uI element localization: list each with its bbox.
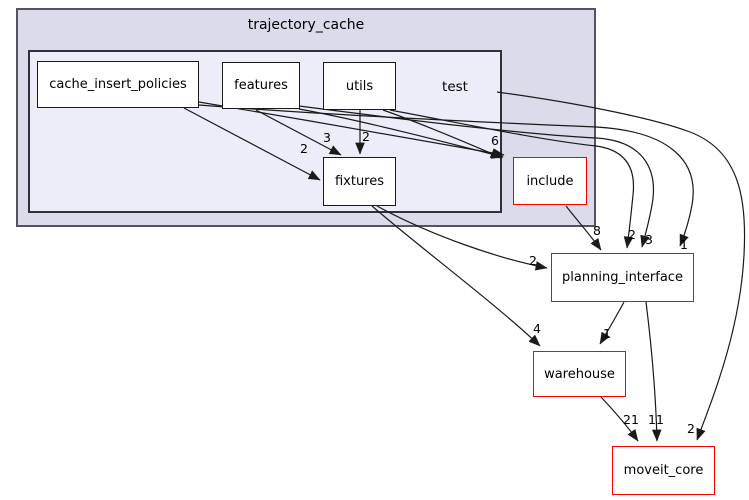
edge-label-test-to-moveit_core: 2	[687, 421, 695, 436]
node-warehouse[interactable]: warehouse	[533, 351, 626, 397]
edge-label-cache_insert_policies-to-planning_interface: 1	[680, 237, 688, 252]
node-include[interactable]: include	[513, 157, 587, 205]
edge-fixtures-to-warehouse	[371, 205, 541, 347]
edge-label-fixtures-to-planning_interface: 2	[529, 253, 537, 268]
node-utils[interactable]: utils	[323, 62, 396, 110]
edge-label-warehouse-to-moveit_core: 21	[623, 412, 639, 427]
edge-label-features-to-planning_interface: 3	[645, 232, 653, 247]
edge-label-planning_interface-to-moveit_core: 11	[648, 412, 664, 427]
node-moveit_core[interactable]: moveit_core	[612, 446, 715, 495]
edge-warehouse-to-moveit_core	[600, 396, 639, 442]
cluster-label-test[interactable]: test	[442, 79, 468, 95]
edge-planning_interface-to-moveit_core	[645, 301, 662, 442]
edge-label-fixtures-to-warehouse: 4	[533, 321, 541, 336]
node-fixtures[interactable]: fixtures	[323, 157, 396, 206]
edge-label-utils-to-planning_interface: 2	[628, 227, 636, 242]
cluster-label-trajectory-cache[interactable]: trajectory_cache	[247, 17, 365, 33]
node-planning_interface[interactable]: planning_interface	[551, 253, 694, 302]
edge-label-planning_interface-to-warehouse: 1	[603, 326, 611, 341]
node-features[interactable]: features	[222, 62, 300, 109]
node-cache_insert_policies[interactable]: cache_insert_policies	[37, 61, 199, 108]
edge-planning_interface-to-warehouse	[599, 301, 625, 345]
